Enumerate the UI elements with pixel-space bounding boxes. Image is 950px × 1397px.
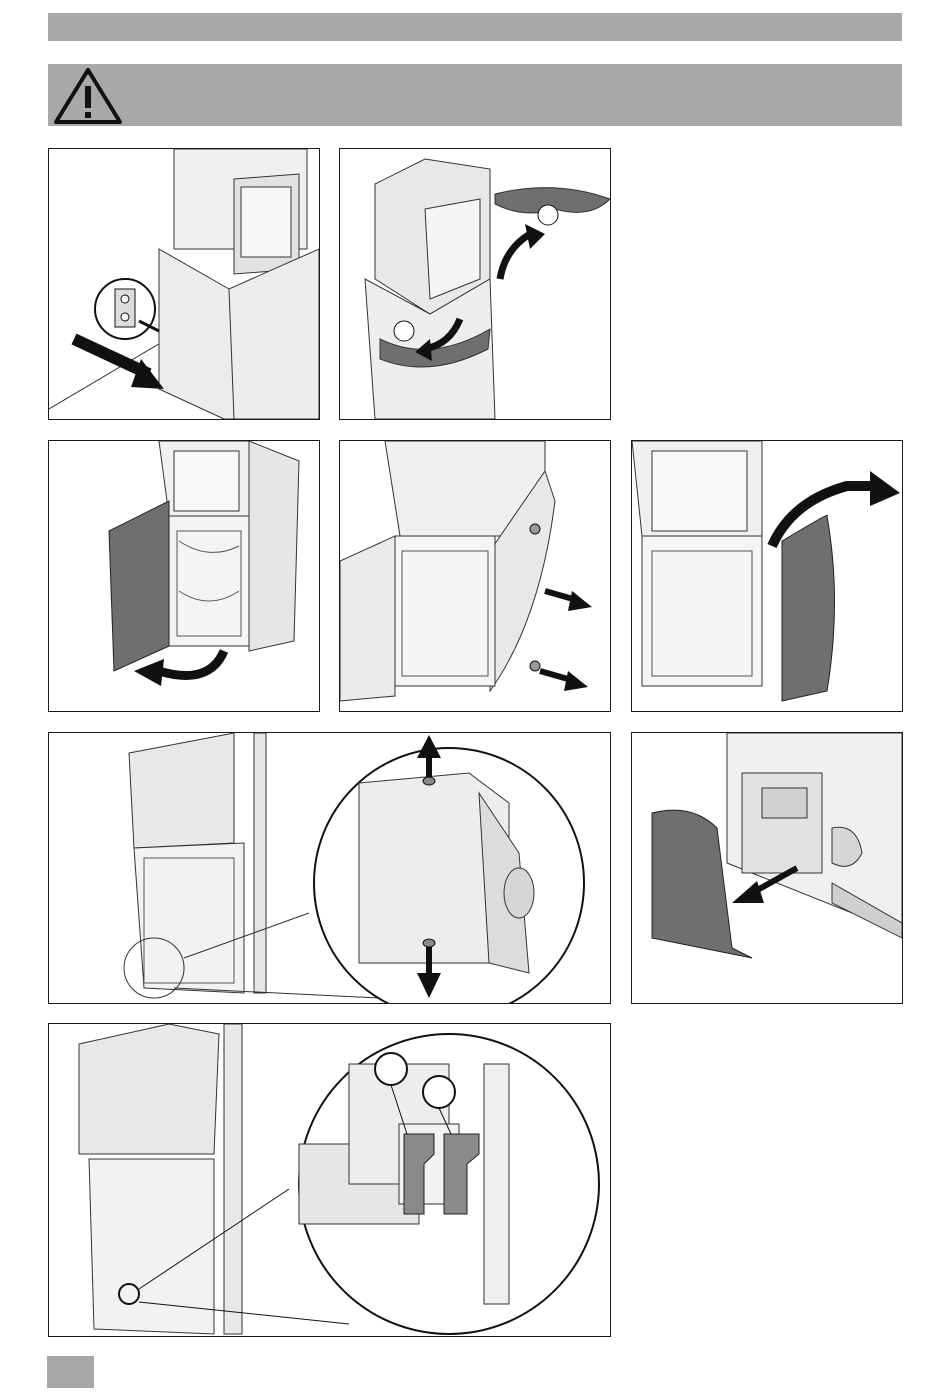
side-panel [782,515,835,701]
warning-bar [48,64,902,126]
page-number-box [47,1356,94,1388]
marker-1 [538,205,558,225]
marker-1 [375,1053,407,1085]
figure-unplug [48,148,320,420]
door [109,501,169,671]
figure-remove-top-covers [339,148,611,420]
figure-fuse-detail [48,1023,611,1337]
figure-adjust-feet-detail [48,732,611,1004]
power-socket-icon [95,279,159,339]
figure-remove-screws [339,440,611,712]
marker-2 [423,1076,455,1108]
figure-open-door [48,440,320,712]
figure-remove-side-panel [631,440,903,712]
marker-2 [394,321,414,341]
figure-remove-bottom-panel [631,732,903,1004]
header-bar [48,13,902,41]
warning-triangle-icon [52,66,124,126]
